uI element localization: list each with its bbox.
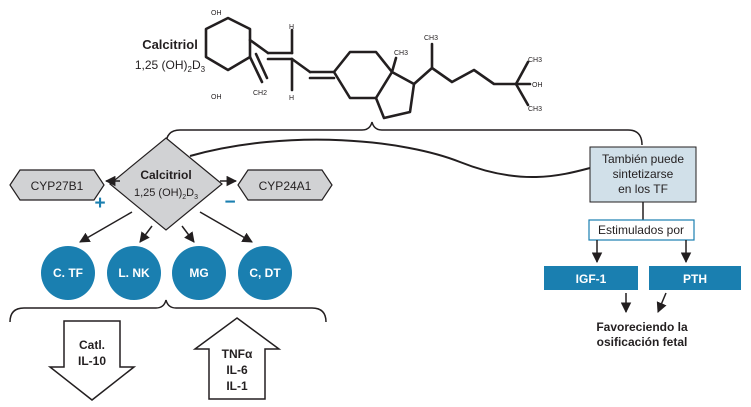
methylene-bond [248, 55, 264, 84]
cyp24a1-hexagon [237, 169, 333, 201]
atom-ch3-end-top: CH3 [528, 57, 542, 64]
cell-label: C, DT [249, 266, 281, 280]
cell-label: MG [189, 266, 208, 280]
cell-label: L. NK [118, 266, 150, 280]
atom-oh-bottom: OH [211, 94, 222, 101]
atom-oh-top: OH [211, 10, 222, 17]
cyp27b1-hexagon [9, 169, 105, 201]
center-name: Calcitriol [140, 168, 191, 182]
a-ring [204, 16, 252, 72]
cell-arrows [79, 211, 253, 243]
outcome-line-1: Favoreciendo la [596, 320, 688, 334]
up-line-2: IL-6 [226, 363, 248, 377]
atom-ch3-chain: CH3 [424, 35, 438, 42]
down-block-arrow [47, 320, 137, 401]
atom-ch3-ring: CH3 [394, 50, 408, 57]
atom-labels: OH OH CH2 H H CH3 CH3 CH3 OH CH3 [211, 10, 543, 113]
tf-line-1: También puede [602, 152, 684, 166]
molecule-formula: 1,25 (OH)2D3 [135, 58, 206, 74]
calcitriol-structure [204, 16, 532, 120]
pth-box [649, 266, 741, 290]
cyp24a1-label: CYP24A1 [259, 179, 312, 193]
up-line-3: IL-1 [226, 379, 248, 393]
cell-mg [172, 246, 226, 300]
down-line-2: IL-10 [78, 354, 106, 368]
atom-h-top: H [289, 24, 294, 31]
center-formula: 1,25 (OH)2D3 [134, 187, 198, 201]
minus-sign: − [224, 192, 235, 213]
up-line-1: TNFα [222, 347, 253, 361]
molecule-name: Calcitriol [142, 37, 198, 52]
cell-label: C. TF [53, 266, 83, 280]
stimulated-box [588, 219, 695, 241]
plus-sign: + [94, 193, 105, 214]
molecule-title: Calcitriol 1,25 (OH)2D3 [135, 37, 206, 74]
cell-lnk [107, 246, 161, 300]
side-chain [412, 66, 518, 86]
atom-ch2: CH2 [253, 90, 267, 97]
c-ring [332, 50, 394, 100]
calcitriol-diamond [109, 137, 223, 231]
cell-cdt [238, 246, 292, 300]
triene-bond-1 [248, 38, 270, 55]
tf-line-2: sintetizarse [613, 167, 674, 181]
d-ring [374, 70, 416, 120]
tf-connector-curve [189, 138, 591, 178]
stimulated-label: Estimulados por [598, 223, 684, 237]
igf1-box [544, 266, 638, 290]
igf1-label: IGF-1 [576, 272, 607, 286]
outcome-line-2: osificación fetal [597, 335, 688, 349]
atom-h-bottom: H [289, 95, 294, 102]
atom-ch3-end-bottom: CH3 [528, 106, 542, 113]
tf-box [589, 146, 697, 203]
top-bracket [165, 121, 643, 146]
atom-oh-end: OH [532, 82, 543, 89]
cyp27b1-label: CYP27B1 [31, 179, 84, 193]
tf-line-3: en los TF [618, 182, 668, 196]
bottom-bracket [9, 299, 327, 323]
cell-ctf [41, 246, 95, 300]
down-line-1: Catl. [79, 338, 105, 352]
cell-circles: C. TF L. NK MG C, DT [41, 246, 292, 300]
pth-label: PTH [683, 272, 707, 286]
